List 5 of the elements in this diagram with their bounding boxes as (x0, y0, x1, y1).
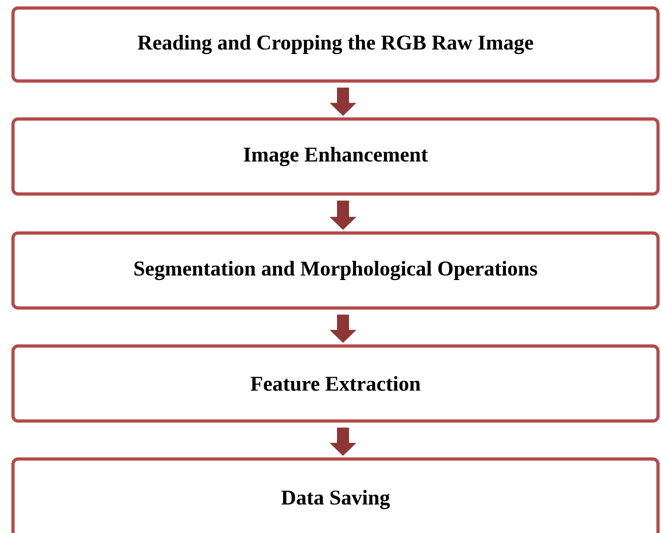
process-box: Data Saving (11, 457, 660, 533)
process-box: Feature Extraction (11, 344, 660, 423)
process-box: Segmentation and Morphological Operations (11, 231, 660, 310)
process-box: Image Enhancement (11, 117, 660, 196)
process-box: Reading and Cropping the RGB Raw Image (11, 6, 660, 83)
